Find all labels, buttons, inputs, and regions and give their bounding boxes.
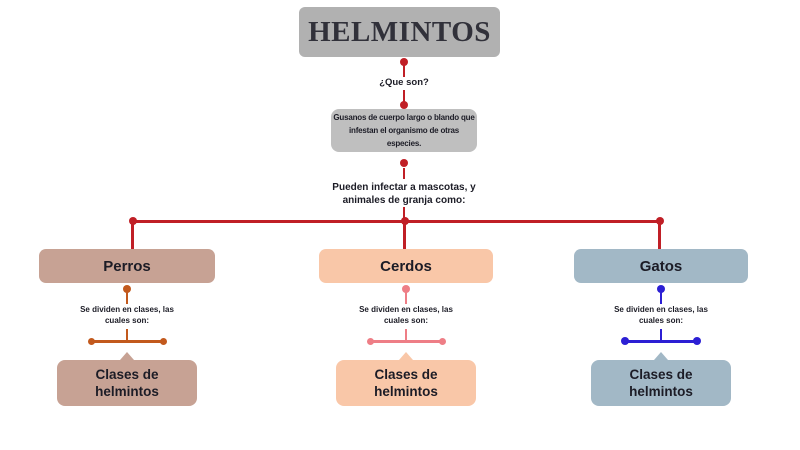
divide-line: cuales son: <box>104 316 149 325</box>
fork-dot <box>160 338 167 345</box>
divide-label-perros: Se dividen en clases, las cuales son: <box>47 304 207 326</box>
divide-line: Se dividen en clases, las <box>614 305 708 314</box>
rail-dot-left <box>129 217 137 225</box>
drop-line-perros <box>131 222 134 249</box>
branch-line <box>660 292 662 304</box>
classes-box-gatos: Clases de helmintos <box>591 360 731 406</box>
branch-label-cerdos: Cerdos <box>380 257 432 275</box>
divide-line: Se dividen en clases, las <box>80 305 174 314</box>
branch-rail <box>132 220 660 223</box>
definition-box: Gusanos de cuerpo largo o blando que inf… <box>331 109 477 152</box>
fork-dot <box>693 337 701 345</box>
drop-line-cerdos <box>403 222 406 249</box>
fork-dot <box>367 338 374 345</box>
infect-label: Pueden infectar a mascotas, y animales d… <box>304 182 504 207</box>
divide-line: cuales son: <box>638 316 683 325</box>
branch-fork-line <box>625 340 697 343</box>
question-label: ¿Que son? <box>379 77 429 88</box>
connector-dot <box>400 101 408 109</box>
classes-line: Clases de <box>95 366 159 382</box>
fork-dot <box>621 337 629 345</box>
connector-line <box>403 168 405 179</box>
connector-dot <box>400 58 408 66</box>
definition-line: infestan el organismo de otras <box>348 126 460 135</box>
classes-box-cerdos: Clases de helmintos <box>336 360 476 406</box>
classes-box-perros: Clases de helmintos <box>57 360 197 406</box>
definition-line: Gusanos de cuerpo largo o blando que <box>333 113 475 122</box>
drop-line-gatos <box>658 222 661 249</box>
connector-line <box>403 207 405 222</box>
branch-box-gatos: Gatos <box>574 249 748 283</box>
classes-box-notch <box>399 352 413 360</box>
rail-dot-right <box>656 217 664 225</box>
divide-line: cuales son: <box>383 316 428 325</box>
title-text: HELMINTOS <box>308 15 491 48</box>
fork-dot <box>88 338 95 345</box>
connector-line <box>403 64 405 77</box>
connector-line <box>403 90 405 103</box>
title-box: HELMINTOS <box>299 7 500 57</box>
connector-dot <box>400 159 408 167</box>
divide-label-gatos: Se dividen en clases, las cuales son: <box>581 304 741 326</box>
branch-line <box>660 329 662 342</box>
fork-dot <box>439 338 446 345</box>
classes-line: Clases de <box>629 366 693 382</box>
classes-box-notch <box>120 352 134 360</box>
branch-dot <box>123 285 131 293</box>
branch-box-cerdos: Cerdos <box>319 249 493 283</box>
divide-line: Se dividen en clases, las <box>359 305 453 314</box>
branch-line <box>405 329 407 342</box>
rail-dot-center <box>401 217 409 225</box>
classes-line: helmintos <box>629 384 693 399</box>
classes-line: helmintos <box>374 384 438 399</box>
infect-line: Pueden infectar a mascotas, y <box>332 182 476 193</box>
classes-line: Clases de <box>374 366 438 382</box>
branch-fork-line <box>370 340 442 343</box>
divide-label-cerdos: Se dividen en clases, las cuales son: <box>326 304 486 326</box>
branch-dot <box>402 285 410 293</box>
classes-box-notch <box>654 352 668 360</box>
branch-line <box>126 292 128 304</box>
branch-line <box>126 329 128 342</box>
branch-label-gatos: Gatos <box>639 257 683 275</box>
infect-line: animales de granja como: <box>342 194 466 206</box>
branch-box-perros: Perros <box>39 249 215 283</box>
definition-line: especies. <box>386 139 422 148</box>
branch-label-perros: Perros <box>103 257 151 275</box>
branch-dot <box>657 285 665 293</box>
branch-line <box>405 292 407 304</box>
branch-fork-line <box>91 340 163 343</box>
classes-line: helmintos <box>95 384 159 399</box>
